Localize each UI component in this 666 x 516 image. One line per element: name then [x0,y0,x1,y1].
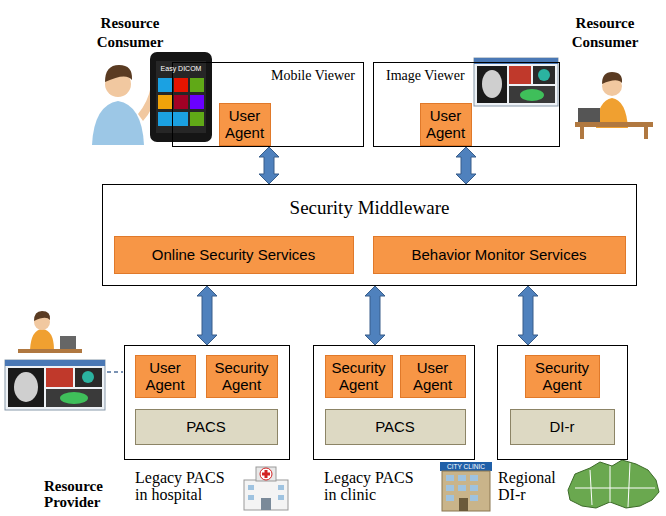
service-box: Behavior Monitor Services [373,236,626,274]
pacs-box: PACS [325,409,466,445]
box-label: DI-r [550,418,575,435]
desk-user [575,72,653,139]
box-heading: Regional DI-r [498,469,564,503]
role-label: Resource Consumer [75,14,185,52]
mobile-phone [150,52,212,142]
canada-map [568,460,659,508]
double-arrow [456,147,476,184]
service-box: Online Security Services [114,236,354,274]
agent-box: Security Agent [325,355,393,398]
viewer-screenshot [474,58,558,106]
provider-box: Legacy PACS in clinicSecurity AgentUser … [313,345,475,460]
app-name: Easy DICOM [157,64,205,73]
double-arrow [365,286,385,345]
middleware-box: Security MiddlewareOnline Security Servi… [102,184,637,286]
phone-user [92,65,158,145]
provider-box: Regional DI-rSecurity AgentDI-r [497,345,628,460]
box-label: User Agent [423,107,469,142]
double-arrow [518,286,538,345]
box-label: Online Security Services [152,246,315,263]
clinic-icon [440,462,492,511]
viewer-box: Mobile ViewerUser Agent [172,62,364,147]
box-heading: Legacy PACS in clinic [324,469,424,503]
box-label: Behavior Monitor Services [411,246,586,263]
desk-user [18,311,82,353]
viewer-screenshot [5,360,105,410]
box-heading: Security Middleware [103,197,636,219]
role-label: Resource Consumer [550,14,660,52]
viewer-box: Image ViewerUser Agent [373,62,560,147]
pacs-box: DI-r [510,409,615,445]
pacs-box: PACS [135,409,278,445]
role-label: Resource Provider [44,478,134,510]
box-label: Security Agent [328,359,390,394]
agent-box: User Agent [135,355,196,398]
box-label: Security Agent [209,359,275,394]
double-arrow [197,286,217,345]
dashed-link [107,371,123,373]
box-heading: Mobile Viewer [271,68,355,84]
agent-box: Security Agent [525,355,600,398]
box-label: User Agent [403,359,463,394]
agent-box: User Agent [219,103,271,146]
box-heading: Legacy PACS in hospital [135,469,235,503]
agent-box: User Agent [400,355,466,398]
sign-text: CITY CLINIC [440,462,492,471]
box-label: PACS [375,418,415,435]
box-label: User Agent [138,359,193,394]
agent-box: Security Agent [206,355,278,398]
agent-box: User Agent [420,103,472,146]
hospital-icon [244,467,288,510]
box-heading: Image Viewer [386,68,465,84]
box-label: Security Agent [528,359,597,394]
provider-box: Legacy PACS in hospitalUser AgentSecurit… [124,345,290,460]
double-arrow [259,147,279,184]
box-label: User Agent [222,107,268,142]
box-label: PACS [186,418,226,435]
